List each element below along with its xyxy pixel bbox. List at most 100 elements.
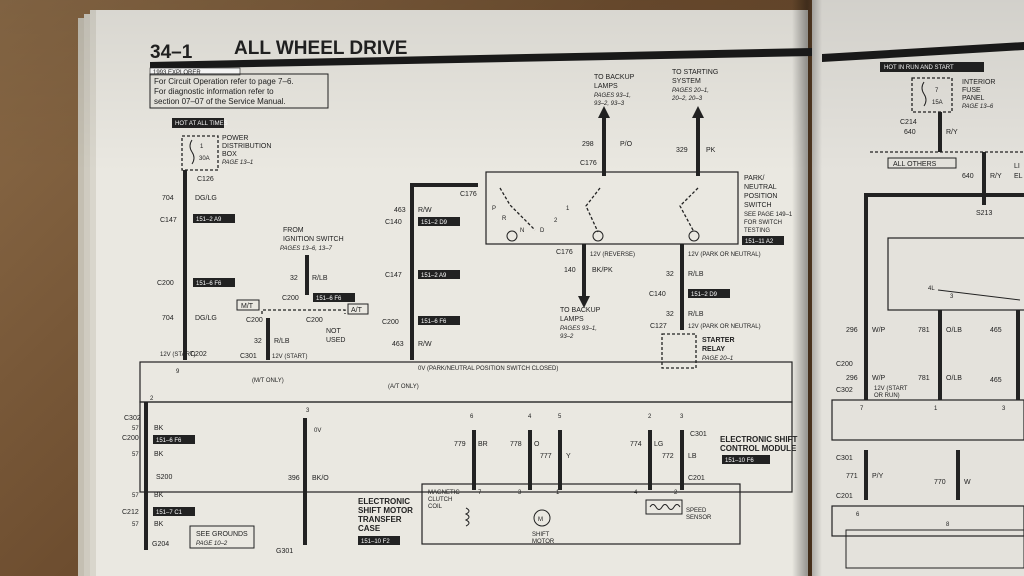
to-backup-bot-1: TO BACKUP [560,307,601,314]
pns-name-4: SWITCH [744,202,772,209]
pns-2: 2 [554,218,558,224]
pin-9: 9 [176,369,180,375]
rp-fuse-box [911,77,953,113]
pns-name-3: POSITION [744,193,777,200]
wire-774-num: 774 [630,441,642,448]
starter-relay-box [661,333,697,369]
escm-name-2: CONTROL MODULE [720,444,797,453]
s200: S200 [156,474,172,481]
clutch-coil [464,507,470,527]
conn-c140a: C140 [385,219,402,226]
to-starting-1: TO STARTING [672,69,718,76]
rp-296a-num: 296 [846,327,858,334]
wire-32a-color: R/LB [312,275,328,282]
to-backup-top-1: TO BACKUP [594,74,635,81]
not-used-1: NOT [326,328,342,335]
ref-151-2-d9b: 151–2 D9 [691,292,718,298]
pns-switch-2 [585,187,604,242]
rp-296b-num: 296 [846,375,858,382]
conn-c147b: C147 [385,272,402,279]
pns-p: P [492,206,496,212]
note-line-2: For diagnostic information refer to [154,87,274,96]
ref-151-6-f6b: 151–6 F6 [316,296,342,302]
wire-704b-num: 704 [162,315,174,322]
v12-reverse: 12V (REVERSE) [590,252,635,258]
conn-c200e: C200 [382,319,399,326]
ref-151-2-a9: 151–2 A9 [196,217,222,223]
wire-57b-color: BK [154,451,164,458]
rp-781b-num: 781 [918,375,930,382]
conn-c200a: C200 [157,280,174,287]
rp-li: LI [1014,163,1020,170]
wire-57c-num: 57 [132,493,139,499]
mt-box [236,299,260,311]
rp-c214: C214 [900,119,917,126]
note-line-1: For Circuit Operation refer to page 7–6. [154,77,294,86]
mag-clutch-1: MAGNETIC [428,490,460,496]
rp-all-others-box [887,157,957,169]
ref-151-2-d9: 151–2 D9 [421,220,448,226]
manual-page-right [812,0,1024,576]
wire-463a-num: 463 [394,207,406,214]
rp-12v-1: 12V (START [874,386,908,392]
rp-296a-col: W/P [872,327,886,334]
rp-bottom-component [845,529,1024,569]
ref-151-11-a2: 151–11 A2 [745,239,774,245]
conn-c202: C202 [190,351,207,358]
wire-298-num: 298 [582,141,594,148]
model-tag: 1993 EXPLORER [153,70,201,76]
to-backup-top-2: LAMPS [594,83,618,90]
conn-c176a: C176 [460,191,477,198]
wire-463 [410,183,478,360]
conn-c200d: C200 [306,317,323,324]
conn-c201: C201 [688,475,705,482]
rp-781a-col: O/LB [946,327,962,334]
wire-57a-color: BK [154,425,164,432]
ref-box [418,316,460,325]
wire-774-color: LG [654,441,663,448]
pns-see-2: FOR SWITCH [744,220,782,226]
rp-page: PAGE 13–6 [962,104,994,110]
not-used-2: USED [326,337,345,344]
wire-32a-num: 32 [290,275,298,282]
rp-640-col: R/Y [946,129,958,136]
ref-151-6-f6c: 151–6 F6 [421,319,447,325]
hot-tag-text: HOT AT ALL TIMES [175,121,228,127]
rp-s213: S213 [976,210,992,217]
fuse-name-1: POWER [222,135,248,142]
page-title: ALL WHEEL DRIVE [234,38,407,59]
right-title-rule [822,42,1024,62]
rp-pin-1: 1 [934,406,938,412]
title-rule [150,48,812,69]
conn-c212: C212 [122,509,139,516]
rp-640-num: 640 [904,129,916,136]
wire-704b-color: DG/LG [195,315,217,322]
pin-4: 4 [528,414,532,420]
rp-name-3: PANEL [962,95,985,102]
ref-box [313,293,355,302]
rp-296b-col: W/P [872,375,886,382]
rp-4l: 4L [928,286,935,292]
rp-pin-6: 6 [856,512,860,518]
ref-box [153,435,195,444]
starter-page: PAGE 20–1 [702,356,733,362]
ref-151-6-f6: 151–6 F6 [196,281,222,287]
conn-c176b: C176 [580,160,597,167]
wire-396-color: BK/O [312,475,329,482]
wire-772-color: LB [688,453,697,460]
book-gutter [792,0,822,576]
rp-hot-tag [880,62,984,72]
rp-fuse-symbol [921,81,927,107]
g301: G301 [276,548,293,555]
rp-name-2: FUSE [962,87,981,94]
wire-463b-color: R/W [418,341,432,348]
conn-c200b: C200 [282,295,299,302]
arrow-down [578,296,590,308]
motor-m: M [538,517,543,523]
rp-770-num: 770 [934,479,946,486]
to-starting-2: SYSTEM [672,78,701,85]
rp-wire-main [864,193,1024,400]
pin-m2: 2 [674,490,678,496]
conn-c301a: C301 [240,353,257,360]
